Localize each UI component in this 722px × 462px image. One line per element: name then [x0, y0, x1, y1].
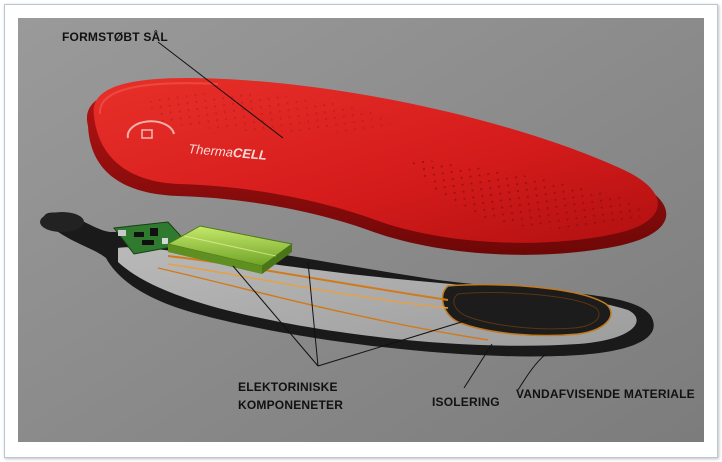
- brand-logo: ThermaCELL: [188, 141, 268, 163]
- leader-waterproof: [517, 353, 547, 391]
- label-electronic-components-line1: ELEKTORINISKE: [238, 380, 338, 394]
- leader-insulation: [463, 343, 493, 389]
- label-electronic-components: ELEKTORINISKE KOMPONENETER: [238, 380, 343, 413]
- leader-electronics-3: [317, 319, 469, 367]
- label-waterproof-material: VANDAFVISENDE MATERIALE: [516, 387, 695, 401]
- leader-lines: [157, 41, 547, 391]
- label-electronic-components-line2: KOMPONENETER: [238, 398, 344, 412]
- exploded-insole-illustration: ThermaCELL: [18, 18, 704, 442]
- molded-insole: [86, 78, 667, 255]
- electronic-components: [113, 221, 294, 274]
- label-insulation: ISOLERING: [432, 395, 500, 409]
- diagram-panel: ThermaCELL: [18, 18, 704, 442]
- refresh-logo-icon: [126, 120, 175, 139]
- leader-electronics-1: [232, 265, 319, 367]
- leader-electronics-2: [307, 261, 319, 367]
- leader-insole: [157, 41, 284, 139]
- insulation-layer: [118, 247, 637, 346]
- label-molded-insole: FORMSTØBT SÅL: [62, 30, 168, 44]
